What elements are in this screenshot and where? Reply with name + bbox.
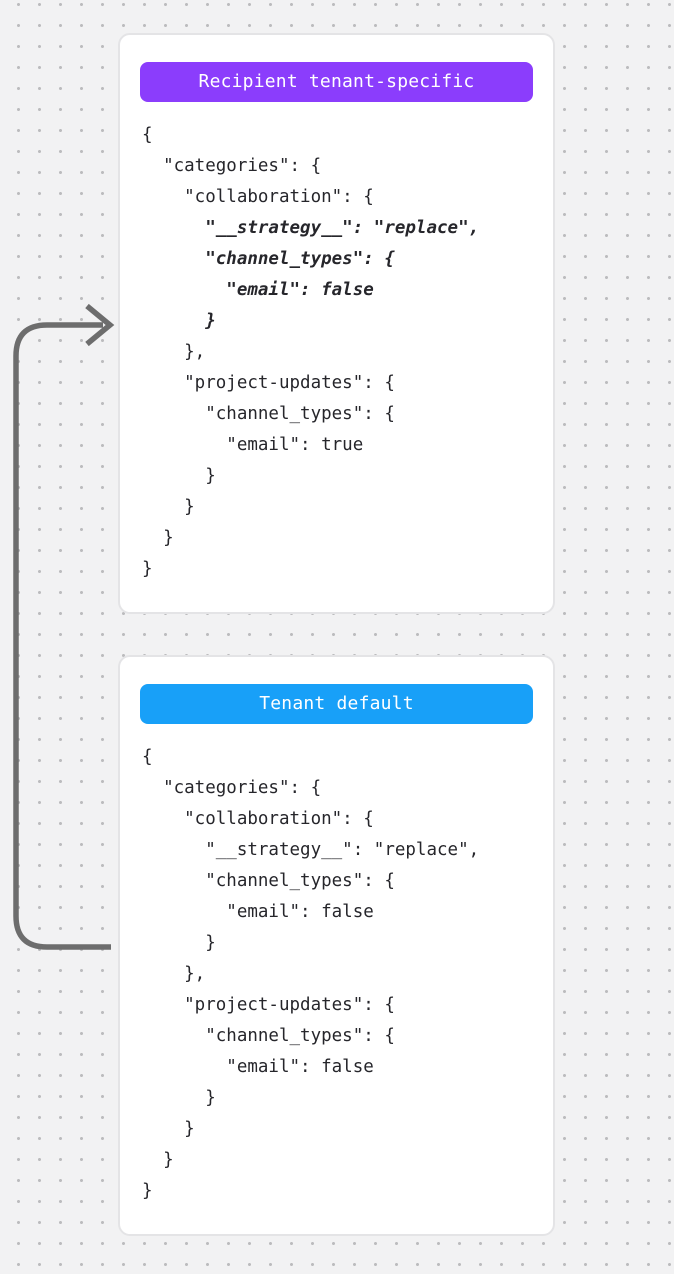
code-line: "categories": {	[142, 156, 322, 176]
code-line: }	[142, 497, 195, 517]
code-line: "email": false	[142, 280, 374, 300]
code-line: }	[142, 933, 216, 953]
tenant-default-badge: Tenant default	[140, 684, 533, 724]
code-line: "categories": {	[142, 778, 322, 798]
code-line: "channel_types": {	[142, 249, 395, 269]
code-line: "email": true	[142, 435, 364, 455]
code-line: {	[142, 747, 153, 767]
code-line: "email": false	[142, 1057, 374, 1077]
code-line: {	[142, 125, 153, 145]
code-line: }	[142, 1088, 216, 1108]
code-line: }	[142, 559, 153, 579]
code-line: "channel_types": {	[142, 404, 395, 424]
code-line: }	[142, 1119, 195, 1139]
code-line: }	[142, 311, 216, 331]
code-line: }	[142, 466, 216, 486]
code-line: "collaboration": {	[142, 187, 374, 207]
code-line: "channel_types": {	[142, 871, 395, 891]
arrow-line	[13, 322, 111, 950]
code-line: "__strategy__": "replace",	[142, 218, 480, 238]
recipient-tenant-specific-json: { "categories": { "collaboration": { "__…	[120, 120, 553, 585]
code-line: "project-updates": {	[142, 995, 395, 1015]
code-line: "__strategy__": "replace",	[142, 840, 480, 860]
code-line: "collaboration": {	[142, 809, 374, 829]
code-line: "project-updates": {	[142, 373, 395, 393]
code-line: "email": false	[142, 902, 374, 922]
tenant-default-card: Tenant default { "categories": { "collab…	[118, 655, 555, 1236]
arrow-head-icon	[85, 303, 115, 347]
code-line: }	[142, 1181, 153, 1201]
code-line: },	[142, 342, 206, 362]
code-line: }	[142, 1150, 174, 1170]
code-line: "channel_types": {	[142, 1026, 395, 1046]
code-line: }	[142, 528, 174, 548]
tenant-default-json: { "categories": { "collaboration": { "__…	[120, 742, 553, 1207]
recipient-tenant-specific-badge: Recipient tenant-specific	[140, 62, 533, 102]
code-line: },	[142, 964, 206, 984]
recipient-tenant-specific-card: Recipient tenant-specific { "categories"…	[118, 33, 555, 614]
